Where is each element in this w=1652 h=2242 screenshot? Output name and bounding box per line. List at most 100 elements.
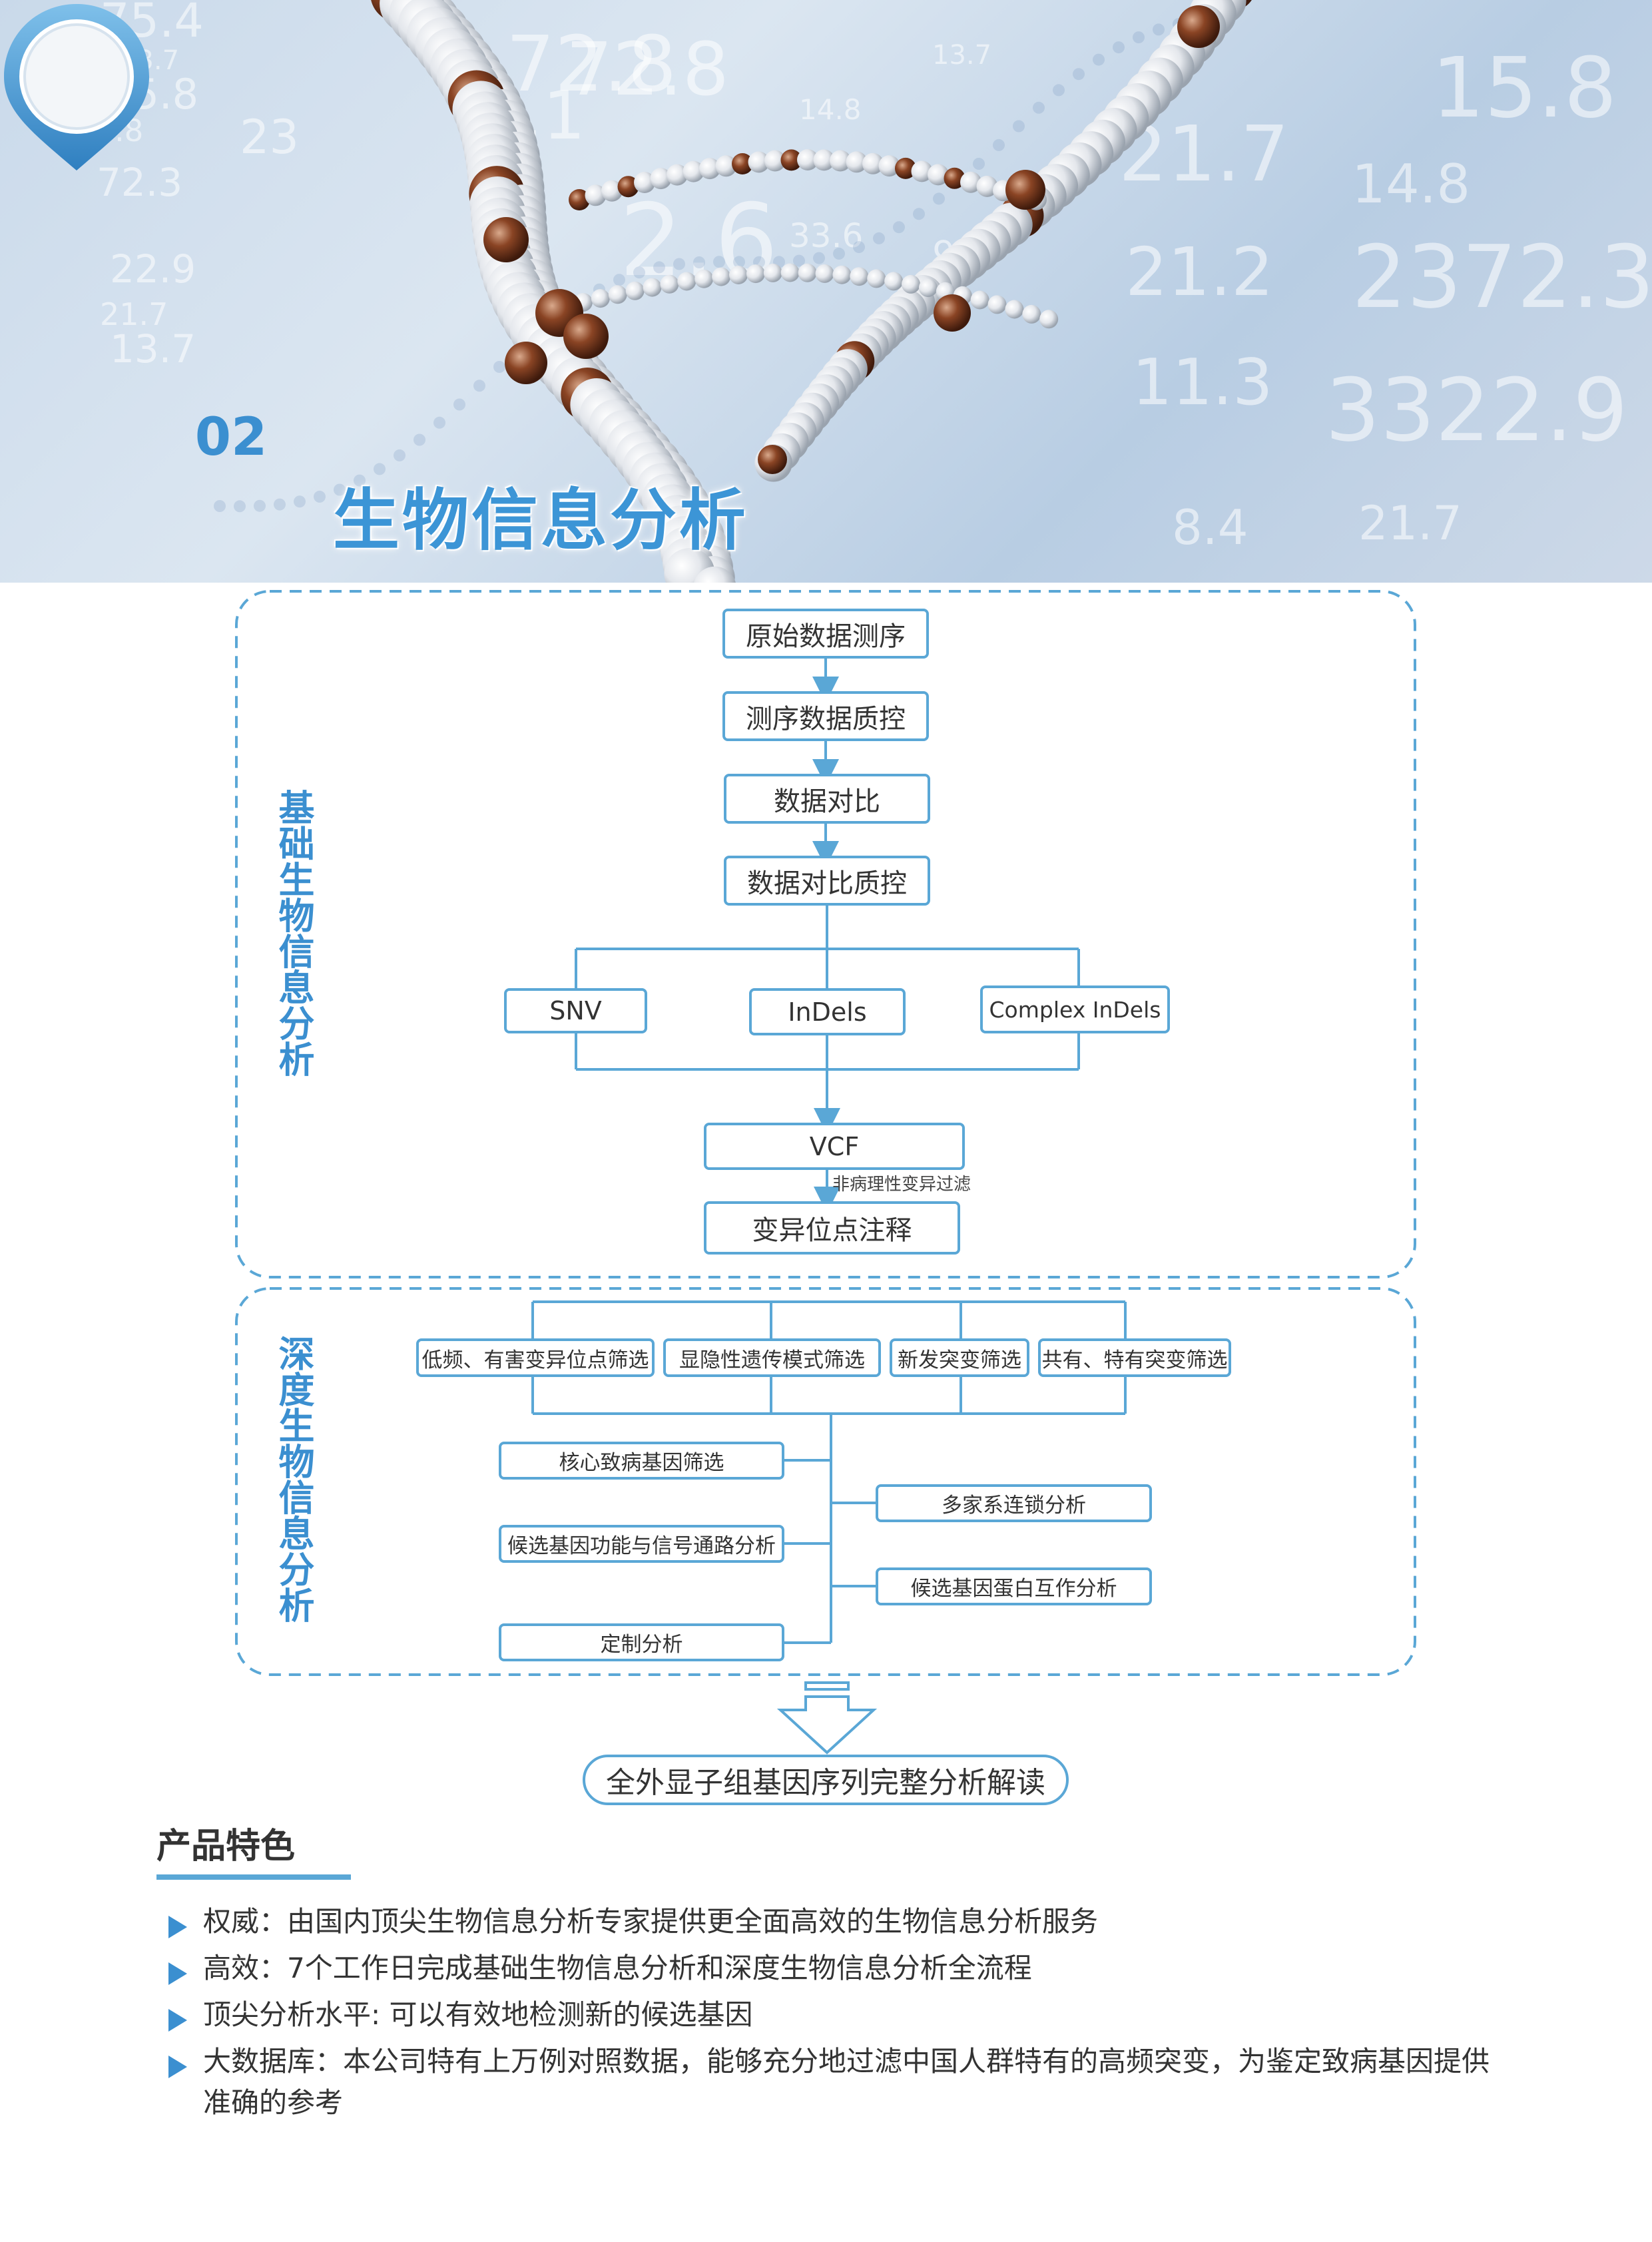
dna-bead — [934, 294, 971, 332]
analysis-gene-pathway: 候选基因功能与信号通路分析 — [499, 1525, 784, 1563]
analysis-core-gene: 核心致病基因筛选 — [499, 1442, 784, 1480]
background-number: 14.8 — [1352, 153, 1471, 215]
filter-shared-specific: 共有、特有突变筛选 — [1038, 1338, 1231, 1377]
filter-note: 非病理性变异过滤 — [832, 1175, 971, 1195]
variant-snv: SNV — [504, 988, 647, 1033]
dna-bead — [911, 160, 933, 182]
dna-bead — [1177, 5, 1220, 48]
dna-bead — [815, 264, 834, 283]
dna-bead — [585, 184, 607, 206]
step-alignment: 数据对比 — [724, 774, 930, 824]
dna-bead — [867, 269, 886, 288]
step-alignment-qc: 数据对比质控 — [724, 856, 930, 906]
background-number: 14.8 — [799, 93, 862, 126]
dna-bead — [746, 264, 765, 284]
dna-bead — [758, 445, 787, 474]
dna-bead — [895, 157, 916, 179]
features-title: 产品特色 — [156, 1826, 296, 1866]
final-result: 全外显子组基因序列完整分析解读 — [583, 1755, 1069, 1805]
dna-bead — [634, 172, 655, 193]
down-arrow-icon — [776, 1681, 878, 1755]
background-number: 2372.3 — [1352, 226, 1652, 328]
triangle-bullet-icon — [168, 1962, 187, 1985]
dna-bead — [764, 150, 786, 172]
background-number: 23 — [240, 110, 300, 164]
step-raw-sequencing: 原始数据测序 — [722, 609, 929, 659]
dna-bead — [643, 278, 662, 297]
feature-item: 权威：由国内顶尖生物信息分析专家提供更全面高效的生物信息分析服务 — [163, 1901, 1495, 1942]
dna-bead — [918, 278, 938, 298]
step-sequencing-qc: 测序数据质控 — [722, 691, 929, 741]
step-variant-annotation: 变异位点注释 — [704, 1201, 960, 1255]
background-number: 8.4 — [1172, 499, 1248, 555]
variant-indels: InDels — [749, 988, 906, 1035]
background-number: 22.9 — [110, 246, 196, 292]
background-number: 21.7 — [100, 296, 168, 332]
dna-bead — [715, 155, 737, 177]
location-pin-badge-icon — [4, 4, 149, 170]
dna-bead — [862, 152, 884, 174]
variant-complex-indels: Complex InDels — [980, 985, 1170, 1033]
background-number: 21.2 — [1125, 233, 1274, 311]
dna-bead — [976, 175, 998, 197]
background-number: 3322.9 — [1325, 360, 1628, 461]
features-list: 权威：由国内顶尖生物信息分析专家提供更全面高效的生物信息分析服务 高效：7个工作… — [163, 1901, 1495, 2129]
feature-item: 顶尖分析水平: 可以有效地检测新的候选基因 — [163, 1994, 1495, 2036]
dna-bead — [944, 167, 965, 189]
dna-bead — [830, 150, 851, 172]
analysis-custom: 定制分析 — [499, 1623, 784, 1661]
dna-bead — [563, 314, 609, 359]
dna-bead — [813, 149, 835, 171]
dna-bead — [683, 160, 704, 182]
background-number: 72.8 — [566, 27, 729, 112]
dna-bead — [617, 176, 639, 198]
dna-bead — [608, 285, 627, 304]
feature-item: 大数据库：本公司特有上万例对照数据，能够充分地过滤中国人群特有的高频突变，为鉴定… — [163, 2041, 1495, 2123]
background-number: 13.7 — [110, 326, 196, 372]
dna-bead — [483, 217, 529, 262]
dna-bead — [660, 274, 679, 294]
dna-bead — [667, 164, 688, 186]
background-number: 13.7 — [932, 40, 992, 71]
vcf-box: VCF — [704, 1123, 965, 1170]
analysis-protein-interaction: 候选基因蛋白互作分析 — [876, 1567, 1152, 1605]
page-title: 生物信息分析 — [333, 481, 748, 559]
dna-bead — [569, 189, 590, 210]
background-number: 21.7 — [1358, 496, 1462, 551]
background-number: 15.8 — [1432, 40, 1617, 137]
dna-bead — [650, 168, 672, 190]
dna-bead — [712, 267, 731, 286]
dna-bead — [902, 274, 920, 294]
analysis-linkage: 多家系连锁分析 — [876, 1484, 1152, 1522]
dna-helix-illustration — [214, 0, 1252, 583]
triangle-bullet-icon — [168, 1916, 187, 1938]
dna-bead — [878, 155, 900, 177]
dna-bead — [850, 267, 869, 286]
dna-bead — [1039, 310, 1059, 329]
dna-bead — [1005, 300, 1024, 319]
dna-bead — [625, 281, 645, 300]
dna-bead — [797, 149, 818, 170]
dna-bead — [505, 342, 547, 384]
dna-bead — [798, 263, 817, 282]
dna-bead — [694, 269, 714, 288]
triangle-bullet-icon — [168, 2056, 187, 2078]
dna-bead — [1022, 304, 1041, 324]
dna-bead — [591, 289, 610, 308]
background-number: 72.3 — [97, 160, 183, 205]
section-number-badge: 02 — [194, 408, 268, 467]
triangle-bullet-icon — [168, 2009, 187, 2032]
dna-bead — [694, 566, 736, 583]
deep-analysis-frame — [235, 1287, 1416, 1676]
dna-bead — [884, 272, 904, 291]
dna-bead — [832, 265, 852, 284]
filter-de-novo: 新发突变筛选 — [890, 1338, 1029, 1377]
background-number: 72.8 — [506, 20, 677, 109]
dna-bead — [960, 171, 981, 193]
dna-bead — [846, 151, 868, 173]
background-number: 11.3 — [1132, 346, 1273, 420]
dna-bead — [601, 180, 623, 202]
dna-bead — [1005, 170, 1045, 210]
background-number: 33.6 — [789, 216, 864, 255]
dna-bead — [729, 266, 748, 284]
